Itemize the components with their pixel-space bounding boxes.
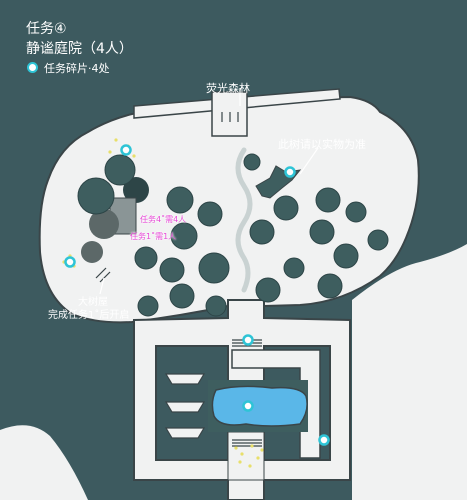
tree-icon [123,177,149,203]
tree-icon [367,229,389,251]
real-tree-label: 此树请以实物为准 [278,138,366,151]
tree-icon [137,295,159,317]
courtyard-area [38,95,420,324]
right-hill [352,244,467,500]
fragment-marker-icon [64,256,76,268]
tree-icon [273,195,299,221]
tree-icon [166,186,194,214]
tree-icon [134,246,158,270]
tree-icon [255,277,281,303]
house-connector [99,277,105,295]
land-areas [0,88,467,500]
mission4-marker-label: 任务4˚需4人 [140,215,187,224]
tree-connector [299,147,319,175]
tree-icon [283,257,305,279]
tree-icon [309,219,335,245]
sparkle-dot [114,138,118,142]
sparkle-dot [108,150,112,154]
left-hill [0,425,88,500]
mission1-marker-label: 任务1˚需1人 [130,232,177,241]
fragment-marker-icon [242,400,254,412]
legend-label: 任务碎片·4处 [44,62,110,75]
tree-house-label: 大树屋 [78,297,108,308]
tree-icon [333,243,359,269]
tree-icon [197,201,223,227]
sparkle-dot [250,444,254,448]
trees [77,153,389,317]
tree-icon [77,177,115,215]
boat-icon [164,427,206,439]
tree-icon [89,209,119,239]
sparkle-dot [248,464,252,468]
sparkle-dot [238,460,242,464]
tree-icon [205,295,227,317]
fragment-marker-icon [242,334,254,346]
tree-icon [198,252,230,284]
fragment-marker-icon [120,144,132,156]
page-title: 任务④ [26,21,67,37]
fragment-marker-icon [318,434,330,446]
tree-icon [249,219,275,245]
sparkle-dot [260,448,264,452]
area-subtitle: 静谧庭院（4人） [26,41,133,57]
fragment-markers [64,144,330,446]
tree-icon [169,283,195,309]
fragment-marker-icon [27,62,38,73]
fragment-marker-icon [284,166,296,178]
tree-icon [104,154,136,186]
connector-lines [99,88,319,295]
tree-icon [315,187,341,213]
boats [164,373,206,439]
sparkle-dot [240,452,244,456]
tree-icon [81,241,103,263]
tree-icon [317,273,343,299]
pool-icon [211,385,308,427]
tree-icon [170,222,198,250]
tree-icon [243,153,261,171]
boat-icon [164,373,206,385]
tree-house-condition-label: 完成任务1˚后开启 [48,310,130,321]
tree-icon [345,201,367,223]
boat-icon [164,401,206,413]
tree-house [81,177,149,263]
south-walkway [227,431,265,481]
forest-label: 荧光森林 [206,82,250,95]
sparkle-dot [256,456,260,460]
wind-line [235,147,253,293]
sparkle-dot [234,446,238,450]
tree-icon [159,257,185,283]
sparkle-dot [132,154,136,158]
